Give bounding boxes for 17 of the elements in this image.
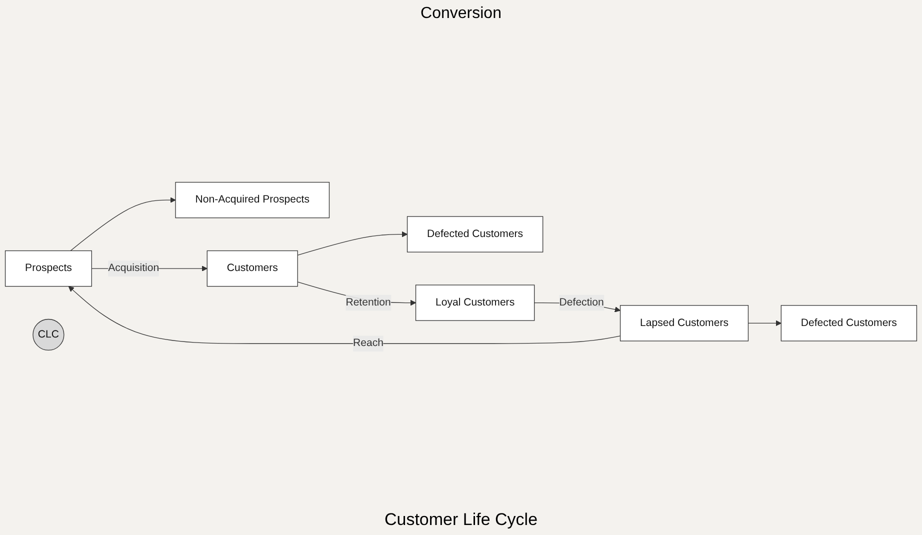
edge-label: Reach [353, 337, 384, 348]
node-box: Loyal Customers [415, 284, 535, 320]
node-box: Non-Acquired Prospects [175, 182, 330, 218]
stage-label: Conversion [420, 5, 502, 23]
node-box: Prospects [4, 250, 92, 286]
edge-label: Retention [346, 296, 391, 308]
edge-label: Defection [559, 296, 604, 308]
caption: Customer Life Cycle [384, 509, 538, 531]
arrow [70, 196, 176, 251]
node-box: Defected Customers [406, 216, 544, 252]
node-box: Customers [206, 250, 298, 286]
arrow [748, 320, 782, 326]
node-box: Defected Customers [780, 304, 918, 341]
edge-label: Acquisition [108, 262, 160, 274]
node-box: Lapsed Customers [620, 304, 749, 341]
node-circle: CLC [32, 318, 64, 350]
arrow [297, 231, 408, 256]
